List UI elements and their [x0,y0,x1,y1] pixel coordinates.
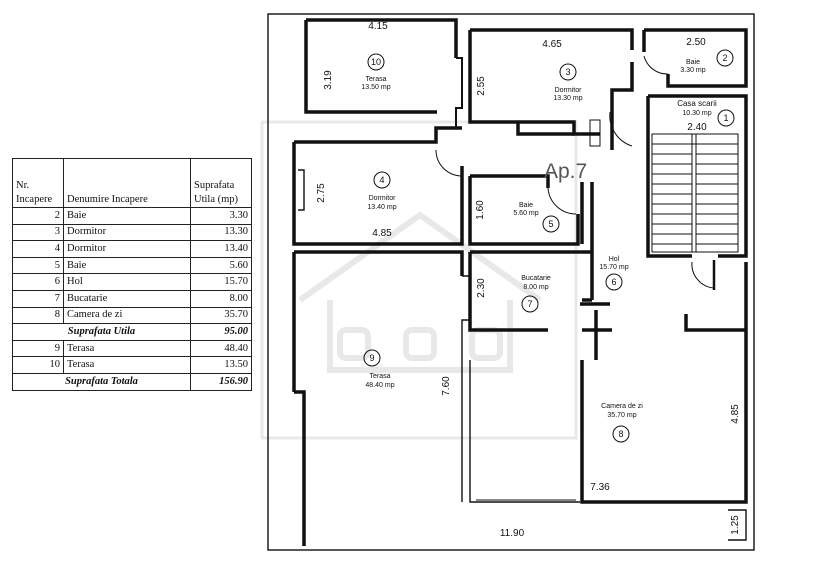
room-number: 6 [611,277,616,287]
room-number-circle [717,109,735,127]
room-name: Dormitor [555,87,583,94]
dimension-label: 1.60 [475,200,486,220]
room-number-circle [373,171,391,189]
room-number-circle [612,425,630,443]
room-number: 3 [565,67,570,77]
room-casa-scarii-1: Casa scarii 10.30 mp 1 [677,99,735,127]
room-number: 10 [371,57,381,67]
table-row: 7 Bucatarie 8.00 [12,289,252,308]
room-area: 48.40 mp [365,382,394,389]
room-area: 13.30 mp [553,95,582,102]
room-number: 1 [723,113,728,123]
room-number-circle [559,63,577,81]
dimension-label: 7.60 [441,376,452,396]
room-number: 5 [548,219,553,229]
table-row: 6 Hol 15.70 [12,273,252,291]
room-area: 13.50 mp [361,84,390,91]
room-number: 9 [369,353,374,363]
room-area: 8.00 mp [523,284,548,291]
room-number-circle [542,215,560,233]
dimension-label: 2.30 [476,278,487,298]
dimension-label: 3.19 [323,70,334,90]
header-area: Suprafata Utila (mp) [190,158,252,208]
watermark-logo [260,120,578,440]
room-name: Baie [686,59,700,66]
room-baie-5: Baie 5.60 mp 5 [513,202,560,233]
room-number: 8 [618,429,623,439]
dimension-label: 4.85 [372,228,392,239]
room-number: 2 [722,53,727,63]
room-number-circle [521,295,539,313]
dimension-label: 11.90 [500,528,525,539]
dimension-label: 2.55 [476,76,487,96]
apartment-label: Ap.7 [544,160,587,183]
room-area: 13.40 mp [367,204,396,211]
room-camera-de-zi-8: Camera de zi 35.70 mp 8 [601,403,643,443]
dimension-label: 4.15 [368,21,388,32]
table-row: 2 Baie 3.30 [12,207,252,225]
room-dormitor-4: 4 Dormitor 13.40 mp [367,171,397,211]
room-number-circle [363,349,381,367]
room-area: 3.30 mp [680,67,705,74]
room-bucatarie-7: Bucatarie 8.00 mp 7 [521,275,551,313]
dimension-label: 4.65 [542,39,562,50]
room-name: Terasa [369,373,390,380]
dimension-label: 7.36 [590,482,610,493]
room-terasa-9: 9 Terasa 48.40 mp [363,349,395,389]
dimension-label: 2.40 [687,122,707,133]
table-row: 5 Baie 5.60 [12,256,252,275]
room-area: 15.70 mp [599,264,628,271]
room-terasa-10: 10 Terasa 13.50 mp [361,53,391,91]
room-number-circle [716,49,734,67]
table-header-row: Nr. Incapere Denumire Incapere Suprafata… [12,158,252,208]
room-name: Bucatarie [521,275,551,282]
dimension-label: 1.25 [730,515,741,535]
header-name: Denumire Incapere [63,158,191,208]
dimension-labels: 4.15 3.19 4.65 2.55 2.50 2.40 2.75 4.85 … [316,21,741,539]
walls [267,13,755,551]
room-name: Terasa [365,76,386,83]
room-hol-6: Hol 15.70 mp 6 [599,256,629,291]
room-area: 5.60 mp [513,210,538,217]
table-row: 10 Terasa 13.50 [12,356,252,374]
table-row: 8 Camera de zi 35.70 [12,306,252,325]
room-number-circle [367,53,385,71]
room-number-circle [605,273,623,291]
room-baie-2: 2 Baie 3.30 mp [680,49,734,74]
room-name: Camera de zi [601,403,643,410]
total-row: Suprafata Totala 156.90 [12,372,252,391]
room-area: 35.70 mp [607,412,636,419]
room-name: Baie [519,202,533,209]
room-number: 7 [527,299,532,309]
dimension-label: 2.50 [686,37,706,48]
dimension-label: 2.75 [316,183,327,203]
room-name: Casa scarii [677,99,717,108]
room-area: 10.30 mp [682,110,711,117]
room-area-table: Nr. Incapere Denumire Incapere Suprafata… [12,158,252,391]
header-nr: Nr. Incapere [12,158,64,208]
dimension-label: 4.85 [730,404,741,424]
room-name: Hol [609,256,620,263]
room-number: 4 [379,175,384,185]
room-dormitor-3: 3 Dormitor 13.30 mp [553,63,583,102]
room-name: Dormitor [369,195,397,202]
